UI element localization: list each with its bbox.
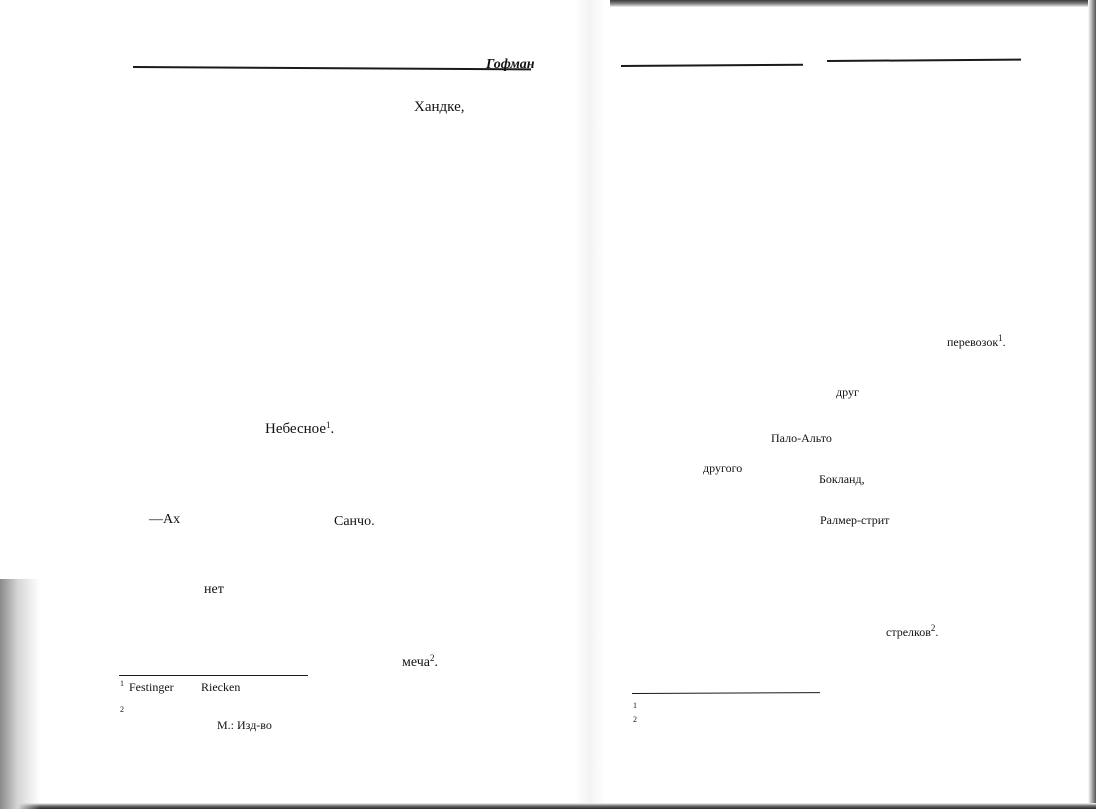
word-net: нет bbox=[204, 582, 224, 597]
footnote-ref-2: 2 bbox=[429, 653, 435, 663]
word-nebesnoe-text: Небесное bbox=[265, 421, 326, 437]
word-bokland: Бокланд, bbox=[819, 472, 865, 486]
running-head: Гофман bbox=[486, 57, 535, 72]
scan-bottom-edge bbox=[0, 803, 1096, 809]
word-perevozok-punct: . bbox=[1002, 335, 1006, 349]
word-ralmer-street: Ралмер-стрит bbox=[820, 513, 890, 527]
word-drugogo: другого bbox=[703, 461, 743, 475]
word-ah: —Ах bbox=[149, 512, 181, 527]
left-header-rule bbox=[132, 66, 531, 71]
word-nebesnoe-punct: . bbox=[330, 421, 335, 437]
left-footnote-2-marker: 2 bbox=[120, 705, 124, 714]
word-drug: друг bbox=[836, 385, 859, 399]
scan-top-edge bbox=[610, 0, 1096, 7]
word-mecha: меча2. bbox=[402, 653, 438, 671]
footnote-ref-1: 1 bbox=[325, 420, 331, 430]
footnote-ref-1-right: 1 bbox=[998, 333, 1003, 343]
right-header-rule-left bbox=[620, 63, 804, 67]
word-strelkov: стрелков2. bbox=[886, 624, 938, 640]
word-strelkov-text: стрелков bbox=[886, 625, 931, 639]
word-handke: Хандке, bbox=[414, 99, 465, 115]
footnote-ref-2-right: 2 bbox=[930, 623, 936, 633]
word-mecha-text: меча bbox=[402, 655, 430, 670]
right-footnote-1-marker: 1 bbox=[633, 701, 637, 710]
right-header-rule-right bbox=[826, 58, 1022, 62]
word-mecha-punct: . bbox=[434, 655, 438, 670]
word-sancho: Санчо. bbox=[334, 514, 375, 529]
right-footnote-2-marker: 2 bbox=[633, 715, 637, 724]
left-footnote-1-festinger: Festinger bbox=[129, 680, 174, 694]
left-footnote-1-marker: 1 bbox=[120, 679, 124, 688]
word-palo-alto: Пало-Альто bbox=[771, 431, 832, 445]
word-strelkov-punct: . bbox=[935, 625, 939, 639]
left-footnote-rule bbox=[119, 675, 308, 676]
left-footnote-1-riecken: Riecken bbox=[201, 680, 241, 694]
right-footnote-rule bbox=[631, 692, 821, 694]
word-perevozok: перевозок1. bbox=[947, 334, 1006, 350]
book-gutter bbox=[575, 0, 605, 809]
word-nebesnoe: Небесное1. bbox=[265, 420, 335, 438]
left-footnote-2-text: М.: Изд-во bbox=[217, 718, 272, 732]
scan-right-edge bbox=[1088, 0, 1096, 809]
scan-left-shadow bbox=[0, 579, 40, 809]
word-perevozok-text: перевозок bbox=[947, 335, 999, 349]
